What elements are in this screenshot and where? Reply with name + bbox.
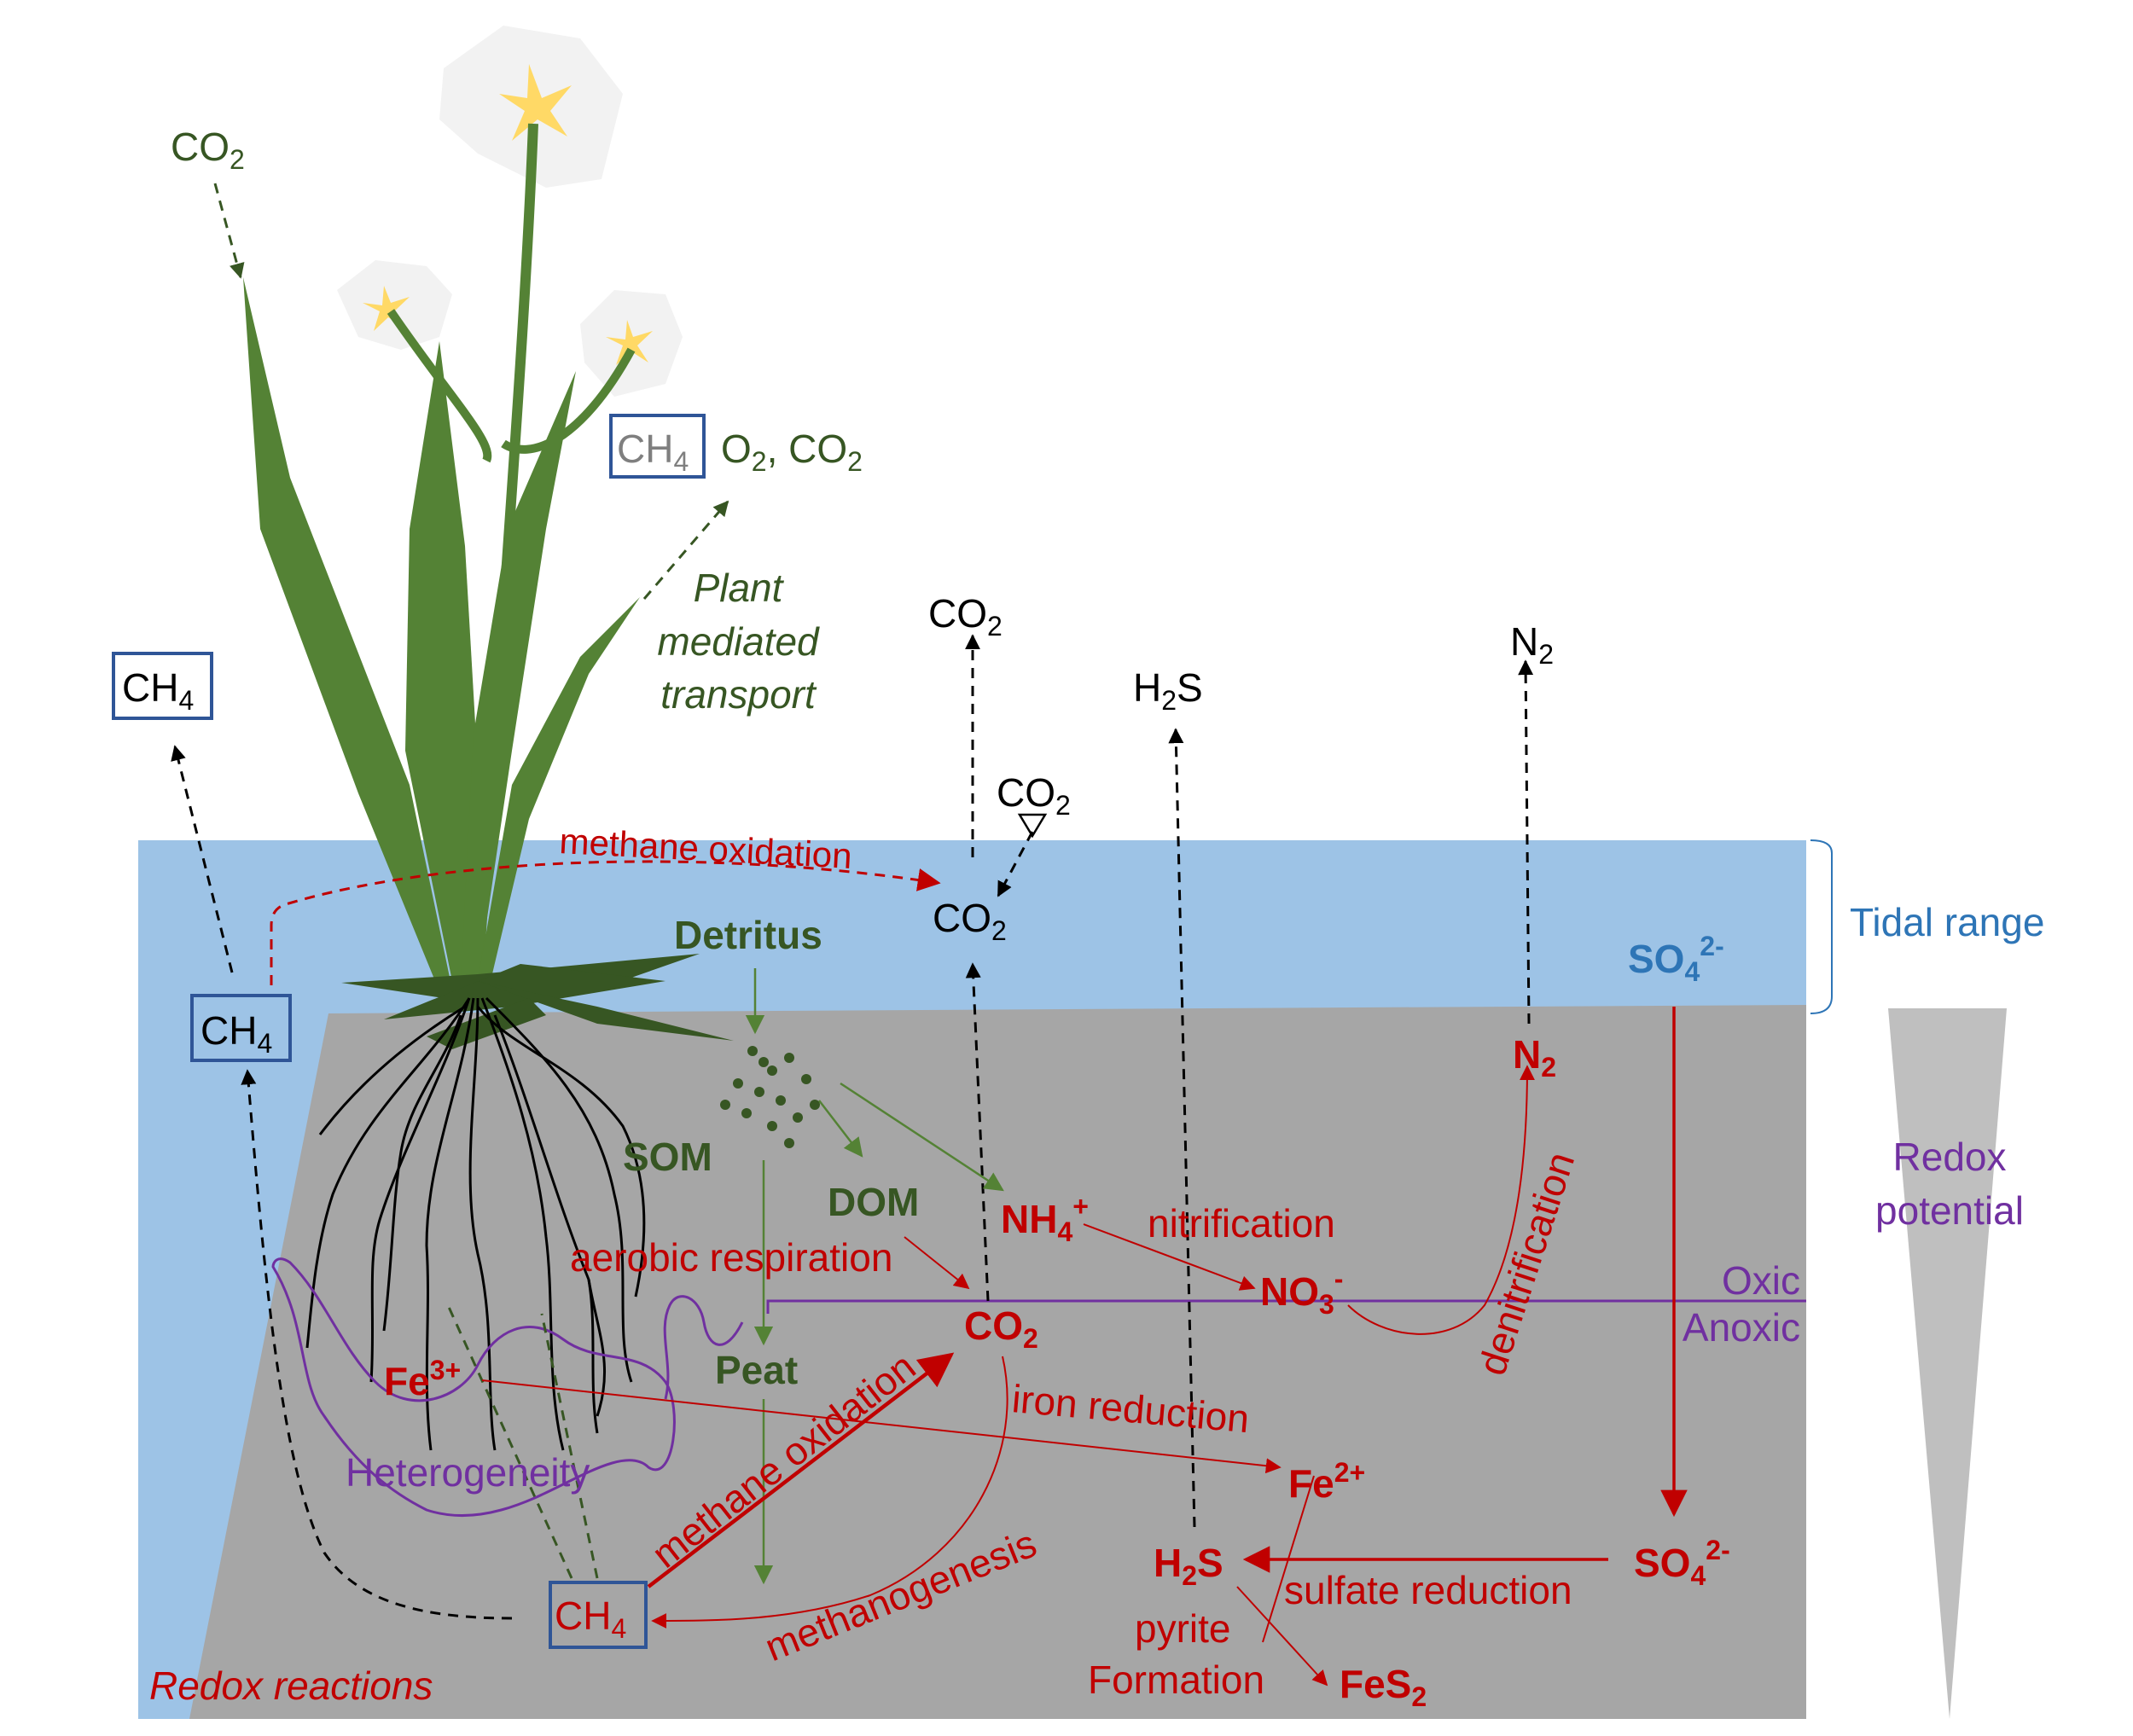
- redox-reactions-label: Redox reactions: [149, 1663, 433, 1708]
- redox-potential-label-1: Redox: [1893, 1135, 2007, 1179]
- oxic-anoxic-boundary: [766, 1299, 1806, 1314]
- gas-flux-arrows: [171, 634, 1534, 1620]
- sediment-layer: [189, 1005, 1806, 1719]
- co2-top-label: CO2: [928, 591, 1003, 642]
- nh4-label: NH4+: [1001, 1191, 1089, 1247]
- ch4-box-water: [190, 994, 292, 1062]
- detritus-label: Detritus: [674, 913, 822, 957]
- oxic-label: Oxic: [1722, 1258, 1800, 1303]
- som-label: SOM: [623, 1135, 712, 1179]
- ch4-atmos-label: CH4: [122, 665, 194, 716]
- redox-potential-label-2: potential: [1875, 1188, 2024, 1233]
- n2-sediment-label: N2: [1513, 1032, 1556, 1083]
- h2s-top-label: H2S: [1133, 665, 1203, 716]
- heterogeneity-boundary-2: [663, 1295, 744, 1400]
- n2-top-label: N2: [1510, 619, 1554, 670]
- co2-sediment-label: CO2: [964, 1303, 1038, 1354]
- tidal-range-label: Tidal range: [1850, 900, 2044, 944]
- plant: [243, 123, 640, 990]
- co2-atmos-plant-label: CO2: [171, 125, 245, 175]
- co2-water-label: CO2: [933, 896, 1007, 946]
- ch4-box-sediment: [549, 1581, 648, 1649]
- redox-potential-wedge: [1888, 1008, 2007, 1719]
- h2s-sediment-label: H2S: [1154, 1541, 1223, 1591]
- ch4-box-atmos: [112, 652, 213, 720]
- fe2-label: Fe2+: [1288, 1457, 1365, 1506]
- redox-reaction-arrows: [270, 860, 1688, 1687]
- anoxic-label: Anoxic: [1683, 1305, 1800, 1350]
- roots: [305, 996, 646, 1451]
- aerobic-respiration-label: aerobic respiration: [570, 1235, 892, 1280]
- tidal-range-bracket: [1810, 839, 1833, 1014]
- o2-co2-plant-label: O2, CO2: [721, 427, 863, 477]
- fes2-label: FeS2: [1340, 1662, 1427, 1712]
- peat-label: Peat: [715, 1348, 798, 1392]
- plant-gas-arrows: [213, 183, 729, 1579]
- ch4-box-plant: [609, 414, 706, 479]
- organic-matter-flow: [745, 968, 1004, 1585]
- dom-label: DOM: [828, 1180, 919, 1224]
- so4-water-label: SO42-: [1628, 931, 1724, 987]
- flowers: [337, 26, 683, 397]
- som-particles: [720, 1046, 820, 1148]
- ch4-water-label: CH4: [201, 1008, 272, 1059]
- no3-label: NO3-: [1260, 1263, 1343, 1320]
- pyrite-label-2: Formation: [1088, 1658, 1264, 1702]
- heterogeneity-boundary: [271, 1257, 676, 1518]
- co2-small-triangle: [1017, 813, 1048, 839]
- ch4-plant-label: CH4: [617, 427, 689, 477]
- plant-transport-label-2: mediated: [657, 619, 820, 664]
- plant-transport-label-3: transport: [660, 672, 817, 717]
- nitrification-label: nitrification: [1148, 1201, 1335, 1245]
- pyrite-label-1: pyrite: [1135, 1606, 1230, 1651]
- plant-transport-label-1: Plant: [694, 566, 785, 610]
- co2-small-label: CO2: [997, 770, 1071, 821]
- fe3-label: Fe3+: [384, 1355, 461, 1403]
- ch4-sediment-label: CH4: [555, 1594, 626, 1644]
- heterogeneity-label: Heterogeneity: [346, 1450, 590, 1495]
- sulfate-reduction-label: sulfate reduction: [1284, 1568, 1572, 1612]
- so4-sediment-label: SO42-: [1634, 1535, 1730, 1591]
